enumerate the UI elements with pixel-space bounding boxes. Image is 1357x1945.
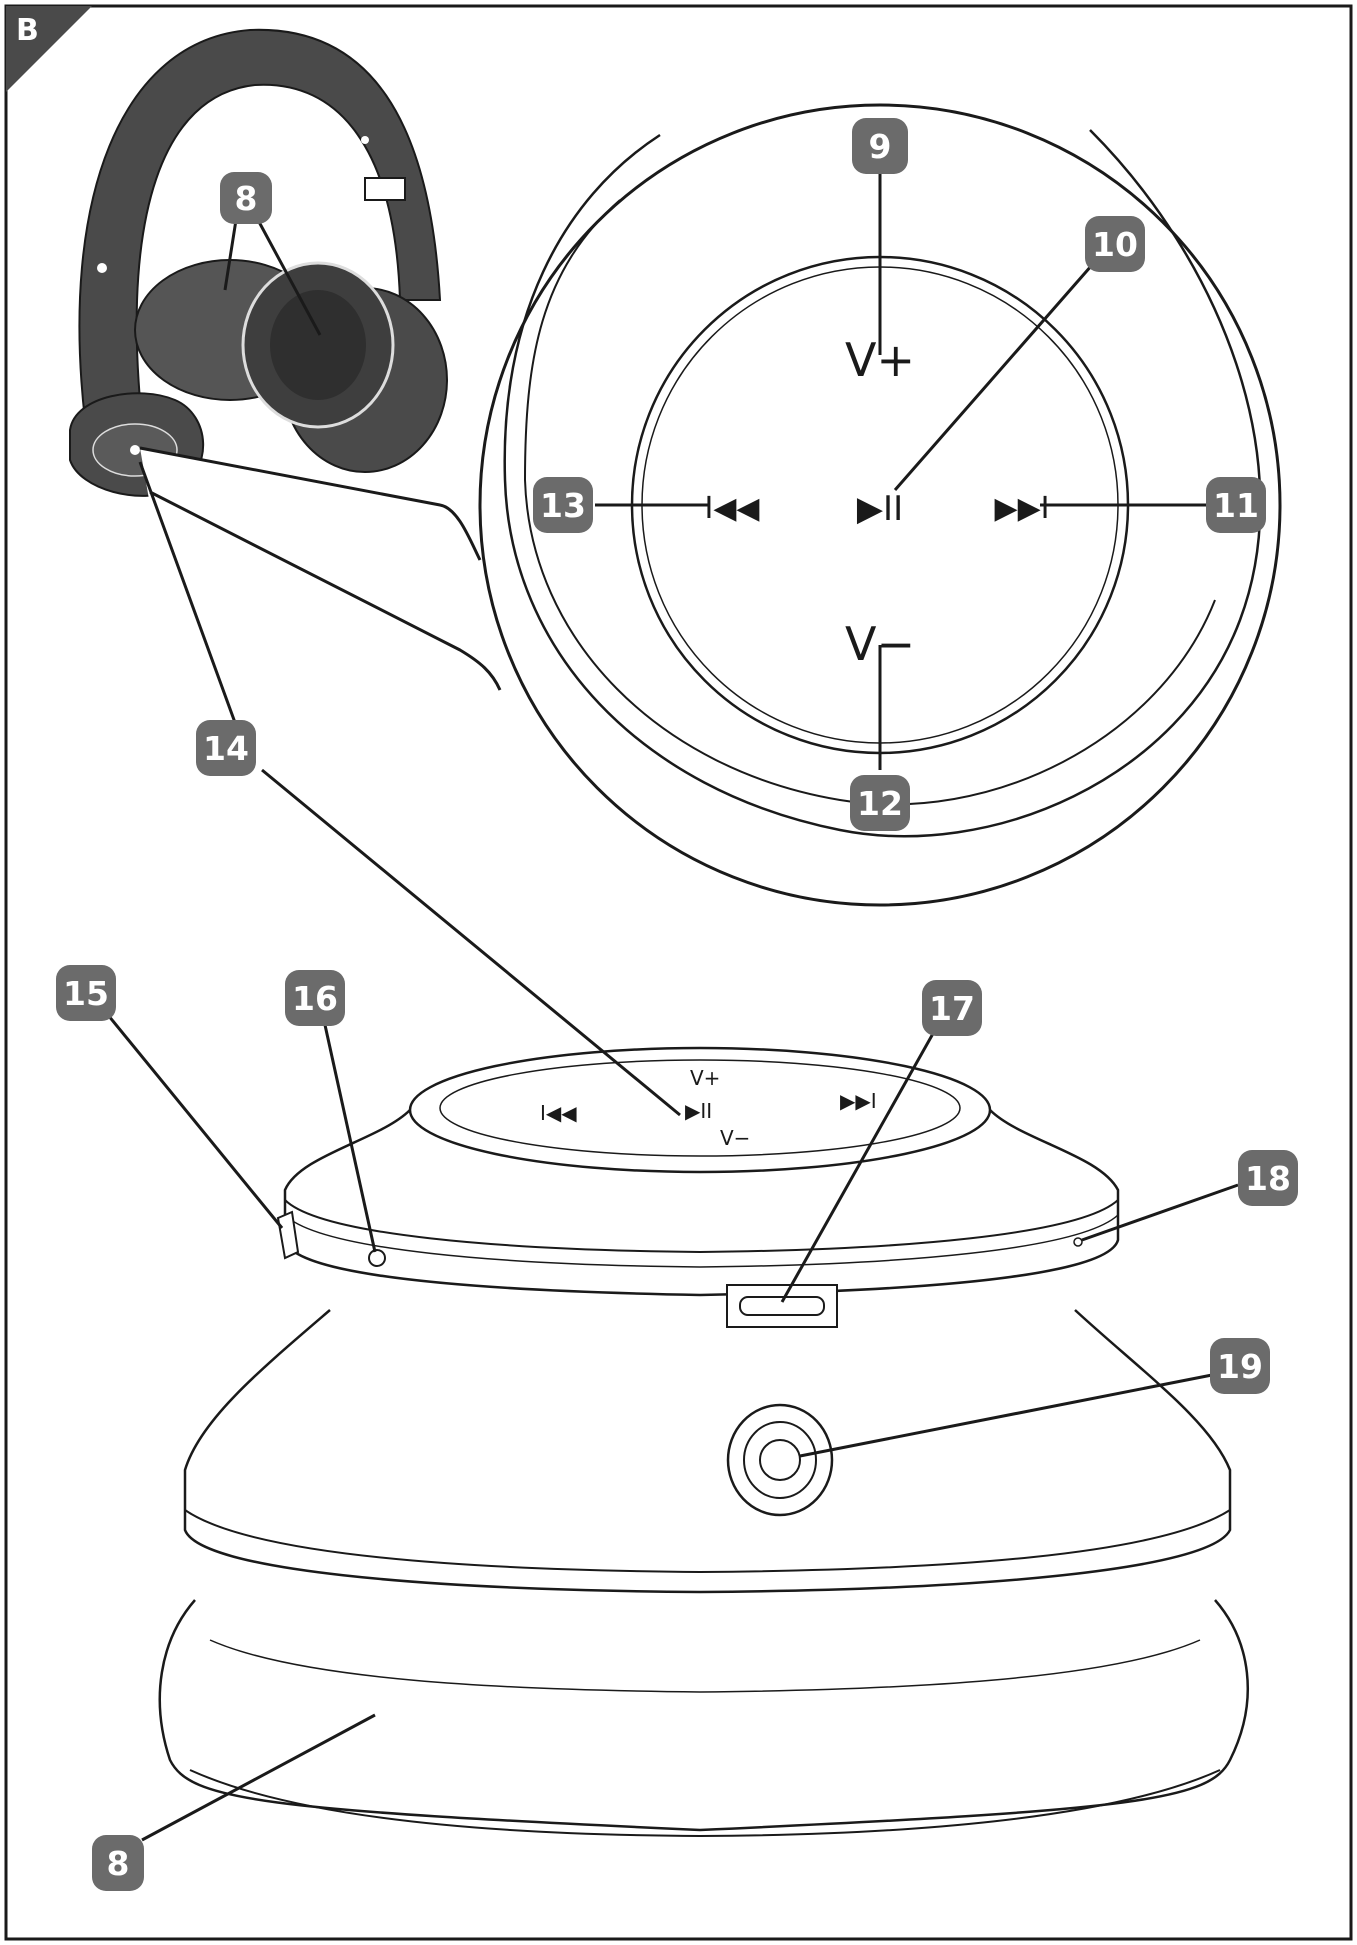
leader-10 xyxy=(893,264,1094,491)
top-play-symbol: ▶II xyxy=(685,1099,712,1123)
bubble-tail-fill xyxy=(140,448,500,660)
ear-cup-outline xyxy=(503,129,1262,838)
power-switch xyxy=(276,1210,300,1260)
callout-8-top-badge xyxy=(220,172,272,224)
top-vol-down-symbol: V− xyxy=(720,1126,750,1150)
leader-14-small xyxy=(138,461,247,751)
leader-8-bottom xyxy=(141,1713,376,1842)
housing-seam-2 xyxy=(284,1214,1119,1268)
headband-dot-left xyxy=(97,263,107,273)
lower-ear-cup xyxy=(183,1309,1232,1594)
leader-15 xyxy=(106,1014,284,1229)
leader-8-top-a xyxy=(223,219,238,291)
aux-jack-hole xyxy=(759,1439,801,1481)
next-symbol: ▶▶I xyxy=(995,491,1050,526)
headband-dot xyxy=(361,136,369,144)
ear-cup-inner-line xyxy=(523,199,1216,806)
housing-seam xyxy=(284,1199,1119,1254)
bubble-tail-upper xyxy=(139,446,482,561)
callout-16: 16 xyxy=(292,979,338,1018)
leader-16 xyxy=(323,1024,377,1253)
zoom-circle xyxy=(478,103,1282,907)
callout-15: 15 xyxy=(63,974,109,1013)
upper-housing xyxy=(283,1109,1120,1297)
previous-symbol: I◀◀ xyxy=(705,491,760,526)
callout-19: 19 xyxy=(1217,1347,1263,1386)
callout-11-badge xyxy=(1206,477,1266,533)
small-center-button xyxy=(130,445,140,455)
panel-tab xyxy=(6,6,92,92)
callout-9: 9 xyxy=(869,127,892,166)
usb-port xyxy=(739,1296,825,1316)
callout-8-top: 8 xyxy=(235,179,258,218)
callout-13-badge xyxy=(533,477,593,533)
leader-8-top-b xyxy=(256,219,322,336)
leader-17 xyxy=(780,1029,937,1303)
top-vol-up-symbol: V+ xyxy=(690,1066,720,1090)
callout-10: 10 xyxy=(1092,225,1138,264)
callout-17: 17 xyxy=(929,989,975,1028)
microphone-hole xyxy=(1073,1237,1083,1247)
bubble-tail-lower xyxy=(149,490,502,691)
led-indicator xyxy=(368,1249,386,1267)
play-pause-symbol: ▶II xyxy=(857,489,903,529)
aux-jack-ring xyxy=(743,1421,817,1499)
callout-11: 11 xyxy=(1213,486,1259,525)
callout-13: 13 xyxy=(540,486,586,525)
lower-cup-seam xyxy=(184,1509,1231,1574)
ear-pad-bottom xyxy=(189,1769,1221,1838)
ear-pad xyxy=(158,1599,1249,1832)
ear-pad-line xyxy=(209,1639,1201,1693)
callout-18-badge xyxy=(1238,1150,1298,1206)
panel-label: B xyxy=(16,13,39,48)
callout-9-badge xyxy=(852,118,908,174)
figure-frame xyxy=(4,4,1353,1941)
callout-8-bottom: 8 xyxy=(107,1844,130,1883)
top-button-ring xyxy=(439,1059,961,1157)
leader-19 xyxy=(799,1373,1213,1458)
callouts: 8 9 10 11 12 13 14 15 16 17 18 19 8 xyxy=(56,118,1298,1891)
leader-14-large xyxy=(261,768,681,1117)
callout-14-badge xyxy=(196,720,256,776)
callout-18: 18 xyxy=(1245,1159,1291,1198)
headphone-overview xyxy=(69,28,448,497)
callout-17-badge xyxy=(922,980,982,1036)
callout-10-badge xyxy=(1085,216,1145,272)
callout-12: 12 xyxy=(857,784,903,823)
ear-pad-inner xyxy=(270,290,366,400)
callout-16-badge xyxy=(285,970,345,1026)
headband-slider xyxy=(364,177,406,201)
callout-12-badge xyxy=(850,775,910,831)
leader-18 xyxy=(1081,1183,1239,1242)
zoom-bubble: V+ V− ▶II I◀◀ ▶▶I xyxy=(139,103,1282,907)
callout-14: 14 xyxy=(203,729,249,768)
top-next-symbol: ▶▶I xyxy=(840,1089,877,1113)
callout-8-bottom-badge xyxy=(92,1835,144,1891)
top-prev-symbol: I◀◀ xyxy=(540,1101,577,1125)
leader-lines xyxy=(106,170,1239,1842)
callout-19-badge xyxy=(1210,1338,1270,1394)
callout-15-badge xyxy=(56,965,116,1021)
headband xyxy=(78,28,442,422)
ear-cup-side-view: I◀◀ V+ ▶II V− ▶▶I xyxy=(158,1046,1249,1838)
